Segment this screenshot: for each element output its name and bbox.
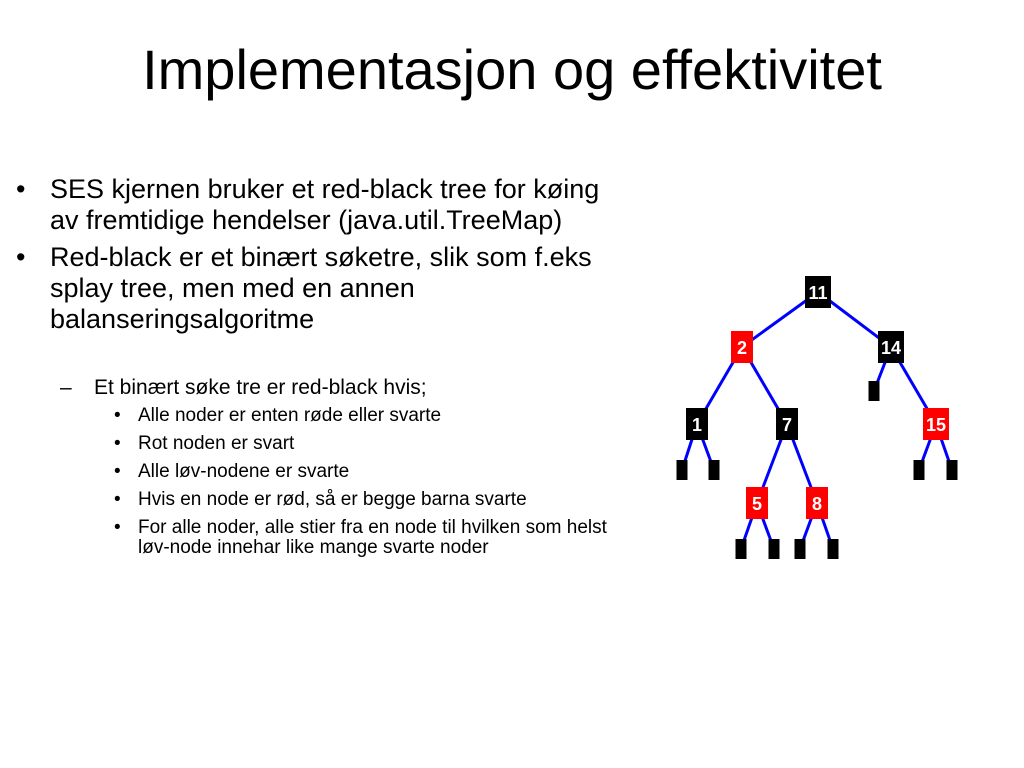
tree-leaf: [913, 460, 925, 480]
tree-node-label: 2: [737, 338, 747, 358]
tree-node-label: 8: [812, 494, 822, 514]
tree-node-15: [923, 408, 949, 440]
slide-title: Implementasjon og effektivitet: [142, 38, 882, 101]
rule-text: Hvis en node er rød, så er begge barna s…: [138, 489, 527, 510]
bullet-marker: •: [114, 405, 121, 426]
bullet-marker: •: [16, 174, 26, 204]
tree-node-2: [731, 331, 753, 363]
tree-node-label: 7: [782, 415, 792, 435]
bullet-marker: •: [16, 242, 26, 272]
tree-leaf: [794, 539, 806, 559]
tree-leaf: [946, 460, 958, 480]
tree-node-label: 5: [752, 494, 762, 514]
tree-leaf: [827, 539, 839, 559]
tree-node-5: [746, 487, 768, 519]
tree-leaf: [768, 539, 780, 559]
tree-node-label: 14: [881, 338, 901, 358]
rule-text: Alle noder er enten røde eller svarte: [138, 405, 442, 426]
tree-node-label: 15: [926, 415, 946, 435]
rule-item: • Rot noden er svart: [14, 434, 634, 454]
bullet-item: • Red-black er et binært søketre, slik s…: [14, 242, 634, 335]
rule-text: Alle løv-nodene er svarte: [138, 461, 350, 482]
rule-text: For alle noder, alle stier fra en node t…: [138, 517, 607, 558]
dash-marker: –: [60, 376, 72, 399]
bullet-text: Red-black er et binært søketre, slik som…: [50, 242, 592, 334]
bullet-marker: •: [114, 433, 121, 454]
sub-bullet-text: Et binært søke tre er red-black hvis;: [94, 376, 427, 399]
rule-item: • For alle noder, alle stier fra en node…: [14, 518, 634, 558]
bullet-marker: •: [114, 461, 121, 482]
tree-leaf: [868, 381, 880, 401]
rule-text: Rot noden er svart: [138, 433, 295, 454]
tree-node-11: [805, 276, 831, 308]
tree-node-8: [806, 487, 828, 519]
tree-node-14: [878, 331, 904, 363]
slide-body: • SES kjernen bruker et red-black tree f…: [14, 174, 634, 566]
tree-leaf: [676, 460, 688, 480]
tree-node-label: 1: [692, 415, 702, 435]
rule-item: • Hvis en node er rød, så er begge barna…: [14, 490, 634, 510]
tree-node-label: 11: [808, 283, 827, 303]
rule-item: • Alle noder er enten røde eller svarte: [14, 406, 634, 426]
bullet-item: • SES kjernen bruker et red-black tree f…: [14, 174, 634, 236]
tree-leaf: [708, 460, 720, 480]
bullet-marker: •: [114, 517, 121, 538]
tree-node-1: [686, 408, 708, 440]
tree-leaf: [735, 539, 747, 559]
bullet-marker: •: [114, 489, 121, 510]
sub-bullet-item: – Et binært søke tre er red-black hvis;: [14, 375, 634, 400]
tree-svg: 11 2 14 1 7 15 5 8: [676, 276, 958, 559]
rule-item: • Alle løv-nodene er svarte: [14, 462, 634, 482]
bullet-text: SES kjernen bruker et red-black tree for…: [50, 174, 600, 235]
tree-node-7: [776, 408, 798, 440]
red-black-tree-diagram: 11 2 14 1 7 15 5 8: [660, 260, 980, 570]
